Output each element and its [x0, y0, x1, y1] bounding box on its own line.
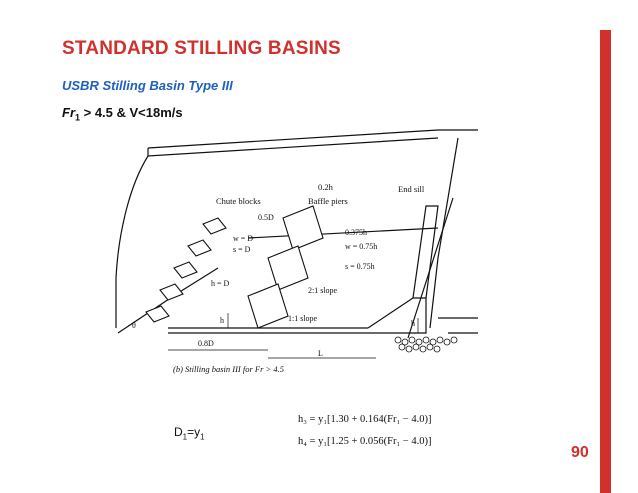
froude-subscript: 1 — [75, 112, 81, 123]
figure-caption: (b) Stilling basin III for Fr > 4.5 — [173, 364, 284, 374]
stilling-basin-diagram: Chute blocks 0.2h Baffle piers End sill … — [115, 129, 478, 374]
y1-subscript: 1 — [200, 432, 205, 442]
label-slope-21: 2:1 slope — [308, 286, 338, 295]
label-dim-05D1: 0.5D — [258, 213, 274, 222]
label-s1: s = D — [233, 245, 251, 254]
label-slope-11: 1:1 slope — [288, 314, 318, 323]
label-w3: w = 0.75h — [345, 242, 377, 251]
label-chute-blocks: Chute blocks — [216, 196, 261, 206]
label-08D2: 0.8D — [198, 339, 214, 348]
label-L-III: L — [318, 349, 323, 358]
accent-bar — [600, 30, 611, 493]
formula-h4: h₄ = y₁[1.25 + 0.056(Fr₁ − 4.0)] — [298, 436, 431, 447]
label-h3: h — [220, 316, 224, 325]
label-w1: w = D — [233, 234, 253, 243]
slide-title: STANDARD STILLING BASINS — [62, 38, 341, 59]
d1-symbol: D — [174, 425, 183, 439]
label-h4: h — [411, 319, 415, 328]
formula-h3: h₃ = y₁[1.30 + 0.164(Fr₁ − 4.0)] — [298, 414, 431, 425]
label-dim-02h3: 0.2h — [318, 182, 334, 192]
slide-subtitle: USBR Stilling Basin Type III — [62, 78, 233, 93]
froude-symbol: Fr — [62, 105, 75, 120]
label-end-sill: End sill — [398, 184, 425, 194]
label-0375h3: 0.375h — [345, 228, 367, 237]
page-number: 90 — [571, 444, 589, 461]
d1-equals-y1: D1=y1 — [174, 425, 205, 441]
basin-height-formulas: h₃ = y₁[1.30 + 0.164(Fr₁ − 4.0)] h₄ = y₁… — [298, 414, 431, 447]
label-baffle-piers: Baffle piers — [308, 196, 348, 206]
d1-subscript: 1 — [182, 432, 188, 442]
equals-y: =y — [187, 425, 201, 439]
label-h1: h = D — [211, 279, 230, 288]
label-s3: s = 0.75h — [345, 262, 375, 271]
condition-text: > 4.5 & V<18m/s — [80, 105, 183, 120]
flow-condition: Fr1 > 4.5 & V<18m/s — [62, 105, 183, 123]
label-theta: θ — [132, 321, 136, 330]
